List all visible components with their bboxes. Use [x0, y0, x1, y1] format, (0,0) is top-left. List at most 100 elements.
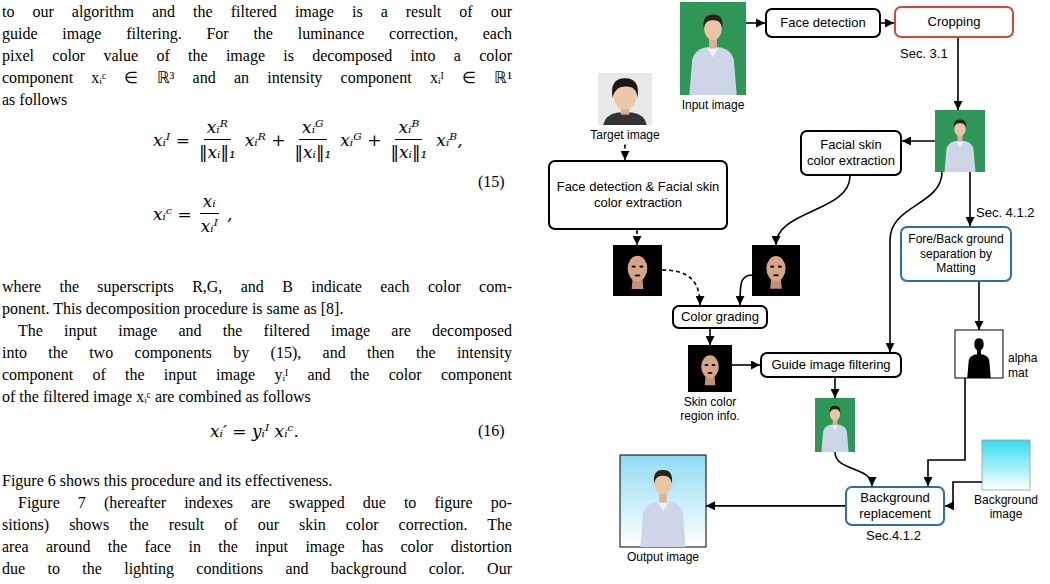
body-text-line: component xᵢᶜ ∈ ℝ³ and an intensity comp…: [2, 67, 512, 89]
skin-region-mask: [688, 347, 732, 391]
equation-term: xᵢᴵ =: [153, 129, 190, 151]
body-text-line: sitions) shows the result of our skin co…: [2, 514, 512, 536]
image-caption: Background image: [972, 493, 1040, 522]
image-panel: Skin color region info.: [688, 345, 732, 392]
image-panel: Output image: [620, 455, 706, 547]
gradient-background: [982, 440, 1030, 490]
body-text-line: component of the input image yᵢᴵ and the…: [2, 364, 512, 386]
process-box: Background replacement: [845, 486, 945, 526]
image-caption: Skin color region info.: [672, 395, 748, 424]
body-text-line: Figure 6 shows this procedure and its ef…: [2, 470, 512, 492]
flow-connector: [746, 22, 765, 24]
flow-connector: [732, 364, 760, 366]
flow-connector: [709, 329, 711, 345]
image-caption: Input image: [673, 98, 753, 112]
box-label: Face detection: [780, 15, 865, 31]
flow-connector: [978, 282, 980, 330]
equation-term: xᵢᴳ: [299, 116, 327, 140]
equation-term: xᵢᴿ: [204, 116, 231, 140]
process-box: Guide image filtering: [760, 352, 902, 378]
green-screen: [935, 110, 985, 172]
box-label: Color grading: [681, 309, 759, 325]
equation-term-box: xᵢᴮ,: [436, 129, 462, 151]
equation-term: xᵢᶜ =: [153, 203, 192, 225]
equation: xᵢ′ = yᵢᴵ xᵢᶜ.: [210, 420, 299, 442]
body-text-line: area around the face in the input image …: [2, 536, 512, 558]
equation-term: xᵢᴵ: [198, 214, 221, 237]
output-photo: [640, 470, 685, 547]
process-box: Color grading: [672, 305, 768, 329]
body-text-line: The input image and the filtered image a…: [2, 320, 512, 342]
flow-connector: [881, 22, 894, 24]
body-text-line: Figure 7 (hereafter indexes are swapped …: [2, 492, 512, 514]
filtered-photo: [821, 406, 848, 452]
equation-term: ,: [227, 203, 232, 225]
flow-connector: [624, 144, 626, 160]
alpha-silhouette: [967, 338, 990, 378]
image-caption: Target image: [580, 128, 670, 142]
body-text-line: into the two components by (15), and the…: [2, 342, 512, 364]
mask-ground: [688, 345, 732, 392]
green-screen: [680, 2, 746, 95]
flow-arrow: [902, 140, 935, 142]
alpha-ground: [955, 330, 1003, 378]
body-text-line: as follows: [2, 89, 512, 111]
box-label: Facial skin color extraction: [806, 137, 896, 169]
fraction: xᵢxᵢᴵ: [198, 190, 221, 237]
photo-ground: [598, 73, 652, 125]
box-label: Cropping: [928, 14, 981, 30]
flow-arrow: [834, 378, 836, 398]
equation-term: xᵢᴿ +: [245, 129, 286, 151]
process-box: Face detection: [765, 8, 881, 38]
body-text-line: of the filtered image xᵢᶜ are combined a…: [2, 386, 512, 408]
body-text-line: ponent. This decomposition procedure is …: [2, 298, 512, 320]
section-reference: Sec. 4.1.2: [976, 205, 1035, 221]
dashed-arrow: [636, 230, 638, 245]
equation-term-box: xᵢᴵ =: [153, 129, 190, 151]
equation-term: ‖xᵢ‖₁: [387, 140, 430, 163]
equation-term-box: xᵢᴿ +: [245, 129, 286, 151]
process-box: Fore/Back ground separation by Matting: [900, 226, 1012, 282]
equation-term-box: ,: [227, 203, 232, 225]
box-label: Guide image filtering: [771, 357, 890, 373]
green-screen: [815, 398, 855, 452]
body-text-line: where the superscripts R,G, and B indica…: [2, 276, 512, 298]
equation-term: xᵢ: [200, 190, 219, 214]
equation-row: xᵢᶜ = xᵢxᵢᴵ,: [150, 190, 235, 237]
process-box: Cropping: [894, 6, 1014, 38]
mask-ground: [613, 245, 662, 296]
flow-connector: [928, 378, 965, 486]
equation-term: xᵢᴮ,: [436, 129, 462, 151]
fraction: xᵢᴿ‖xᵢ‖₁: [196, 116, 239, 163]
flow-connector: [706, 505, 845, 507]
flow-arrow: [835, 452, 872, 486]
face-photo: [603, 78, 647, 125]
box-label: Background replacement: [851, 490, 939, 522]
box-label: Fore/Back ground separation by Matting: [906, 232, 1006, 276]
image-caption: alpha mat: [1008, 351, 1046, 380]
box-label: Face detection & Facial skin color extra…: [554, 179, 722, 211]
skin-mask: [752, 247, 800, 295]
cropped-photo: [945, 119, 976, 172]
section-reference: Sec.4.1.2: [866, 528, 921, 544]
equation-number: (16): [478, 420, 505, 442]
image-panel: alpha mat: [955, 330, 1003, 378]
equation-row: xᵢᴵ = xᵢᴿ‖xᵢ‖₁ xᵢᴿ +xᵢᴳ‖xᵢ‖₁ xᵢᴳ + xᵢᴮ‖xᵢ‖₁ x…: [150, 116, 466, 163]
dashed-arrow: [662, 270, 700, 305]
body-text-line: due to the lighting conditions and backg…: [2, 558, 512, 580]
flow-arrow: [969, 172, 971, 226]
equation-term: xᵢᴮ: [395, 116, 422, 140]
person-photo: [689, 14, 736, 95]
equation-term: xᵢᴳ +: [340, 129, 381, 151]
image-panel: Background image: [982, 440, 1030, 490]
output-ground: [620, 455, 706, 547]
process-box: Face detection & Facial skin color extra…: [548, 160, 728, 230]
flow-arrow: [740, 275, 752, 305]
section-reference: Sec. 3.1: [900, 46, 948, 62]
flow-arrow: [957, 38, 959, 110]
skin-mask: [613, 246, 662, 295]
equation-term-box: xᵢᶜ =: [153, 203, 192, 225]
fraction: xᵢᴳ‖xᵢ‖₁: [291, 116, 334, 163]
